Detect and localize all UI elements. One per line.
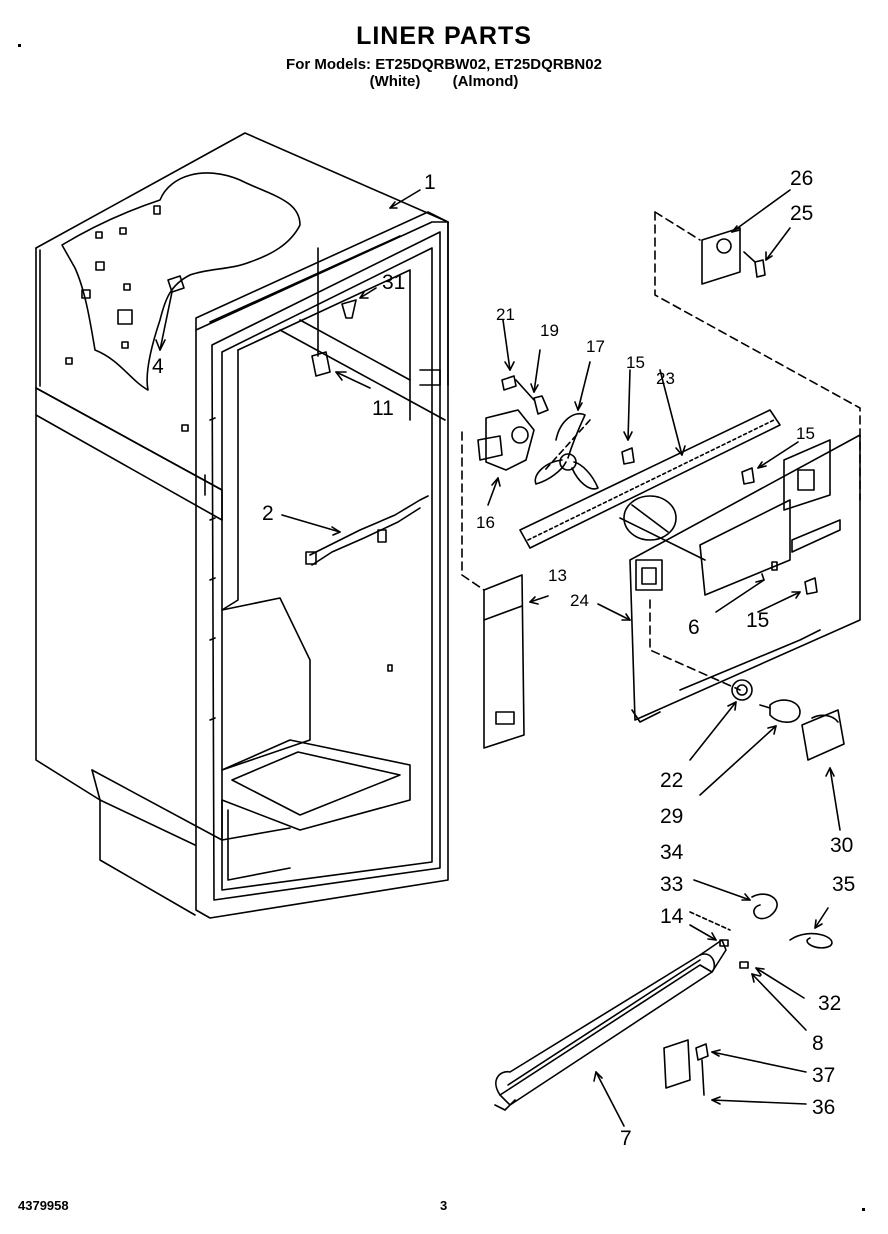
part-4-bracket bbox=[155, 275, 185, 351]
corner-mark bbox=[18, 44, 21, 47]
callout-14: 14 bbox=[660, 905, 684, 928]
callout-1: 1 bbox=[424, 171, 436, 194]
evaporator-cover bbox=[519, 369, 861, 723]
model-almond: ET25DQRBN02 bbox=[494, 56, 602, 73]
callout-26: 26 bbox=[790, 167, 814, 190]
finish-white: (White) bbox=[369, 73, 421, 90]
callout-23: 23 bbox=[656, 369, 675, 388]
callout-11: 11 bbox=[372, 397, 394, 420]
callout-15b: 15 bbox=[796, 424, 815, 443]
corner-mark bbox=[862, 1208, 865, 1211]
part-11-clip bbox=[311, 247, 371, 389]
cabinet-liner bbox=[35, 132, 449, 919]
part-31-screw bbox=[341, 287, 377, 319]
callout-4: 4 bbox=[152, 355, 164, 378]
callout-15c: 15 bbox=[746, 609, 770, 632]
callout-17: 17 bbox=[586, 337, 605, 356]
callout-25: 25 bbox=[790, 202, 814, 225]
callout-35: 35 bbox=[832, 873, 856, 896]
callout-24: 24 bbox=[570, 591, 589, 610]
callout-19: 19 bbox=[540, 321, 559, 340]
part-2-harness bbox=[281, 495, 429, 566]
callout-6: 6 bbox=[688, 616, 700, 639]
callout-8: 8 bbox=[812, 1032, 824, 1055]
part-26-plate bbox=[654, 189, 861, 501]
defrost-heater-assembly bbox=[494, 879, 833, 1127]
callout-29: 29 bbox=[660, 805, 684, 828]
models-prefix: For Models: bbox=[286, 56, 372, 73]
callout-7: 7 bbox=[620, 1127, 632, 1150]
callout-36: 36 bbox=[812, 1096, 836, 1119]
fan-motor-assembly bbox=[477, 319, 599, 506]
finish-almond: (Almond) bbox=[452, 73, 519, 90]
callout-21: 21 bbox=[496, 305, 515, 324]
callout-33: 33 bbox=[660, 873, 684, 896]
page-number: 3 bbox=[440, 1198, 448, 1213]
light-socket-assembly bbox=[689, 679, 845, 831]
part-13-panel bbox=[461, 431, 549, 749]
screw-15 bbox=[621, 369, 818, 613]
callout-2: 2 bbox=[262, 502, 274, 525]
finishes-line: (White) (Almond) bbox=[0, 73, 888, 90]
callout-30: 30 bbox=[830, 834, 854, 857]
page-title: LINER PARTS bbox=[356, 22, 532, 50]
callout-34: 34 bbox=[660, 841, 684, 864]
model-white: ET25DQRBW02, bbox=[375, 56, 491, 73]
callout-15a: 15 bbox=[626, 353, 645, 372]
callout-16: 16 bbox=[476, 513, 495, 532]
callout-13: 13 bbox=[548, 566, 567, 585]
part-number: 4379958 bbox=[18, 1198, 69, 1213]
callout-31: 31 bbox=[382, 271, 406, 294]
callout-32: 32 bbox=[818, 992, 842, 1015]
leader-1 bbox=[389, 189, 421, 209]
callout-22: 22 bbox=[660, 769, 684, 792]
callout-37: 37 bbox=[812, 1064, 836, 1087]
models-line: For Models: ET25DQRBW02, ET25DQRBN02 bbox=[0, 56, 888, 73]
